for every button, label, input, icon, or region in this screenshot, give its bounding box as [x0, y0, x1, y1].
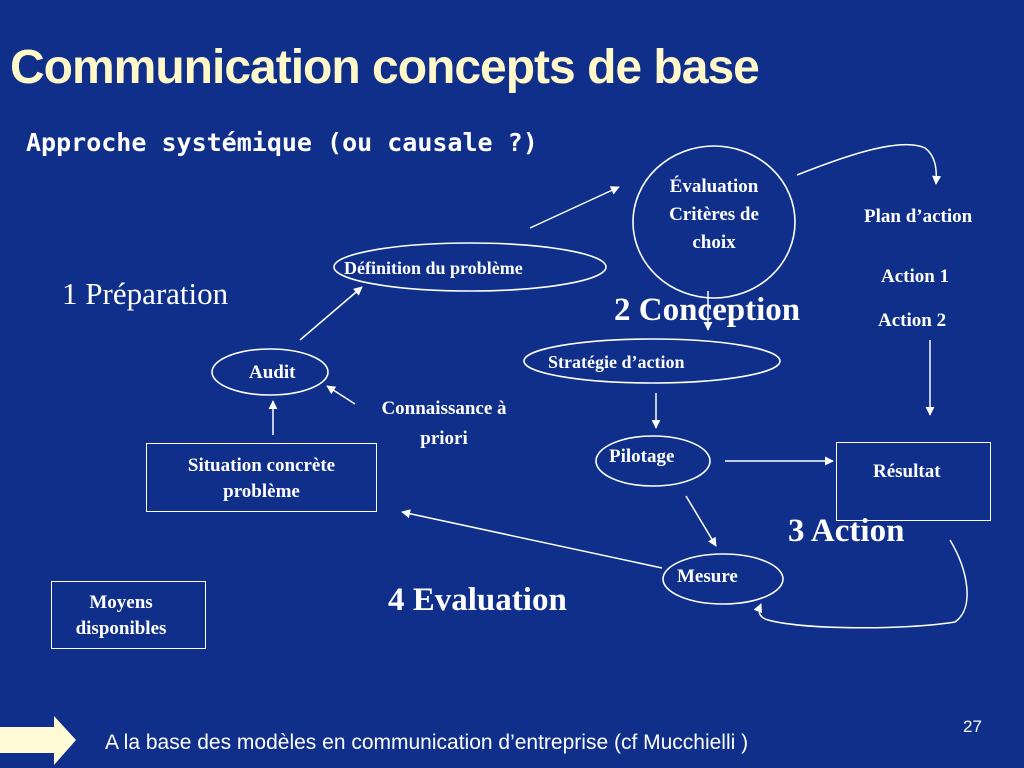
- mesure-node-ellipse: [662, 553, 784, 605]
- arrow-pilotage-to-mesure: [685, 495, 717, 547]
- plan-action-2: Action 2: [878, 310, 947, 331]
- phase-conception: 2 Conception: [614, 292, 801, 328]
- situation-label: Situation concrète problème: [187, 455, 336, 502]
- arrow-audit-to-definition: [299, 286, 363, 341]
- plan-title: Plan d’action: [864, 206, 973, 227]
- situation-box: [146, 443, 377, 512]
- arrow-evaluation-to-plan: [796, 143, 942, 185]
- moyens-box: [51, 581, 206, 649]
- arrow-definition-to-evaluation: [529, 186, 620, 229]
- slide-title: Communication concepts de base: [10, 41, 760, 94]
- footer-text: A la base des modèles en communication d…: [105, 731, 749, 754]
- mesure-node-label: Mesure: [677, 566, 738, 587]
- resultat-label: Résultat: [873, 461, 941, 482]
- connaissance-label: Connaissance à priori: [381, 398, 507, 449]
- phase-preparation: 1 Préparation: [62, 276, 229, 311]
- slide-subtitle: Approche systémique (ou causale ?): [26, 128, 538, 157]
- footer-arrow-icon: [0, 716, 76, 765]
- arrow-resultat-to-mesure: [753, 539, 968, 629]
- arrow-mesure-to-situation: [401, 509, 663, 569]
- evaluation-node-label: Évaluation Critères de choix: [669, 176, 759, 253]
- pilotage-node-label: Pilotage: [609, 446, 675, 467]
- phase-evaluation: 4 Evaluation: [388, 582, 567, 618]
- page-number: 27: [963, 717, 982, 736]
- audit-node-ellipse: [211, 348, 329, 396]
- audit-node-label: Audit: [249, 362, 296, 383]
- resultat-box: [836, 442, 991, 521]
- strategie-node-label: Stratégie d’action: [548, 352, 685, 372]
- arrow-connaissance-to-audit: [326, 385, 356, 405]
- definition-node-label: Définition du problème: [344, 258, 523, 278]
- pilotage-node-ellipse: [595, 435, 711, 487]
- strategie-node-ellipse: [523, 338, 781, 384]
- phase-action: 3 Action: [788, 513, 905, 549]
- moyens-label: Moyens disponibles: [75, 592, 167, 639]
- plan-action-1: Action 1: [881, 266, 950, 287]
- evaluation-node-ellipse: [632, 145, 796, 299]
- definition-node-ellipse: [333, 242, 607, 292]
